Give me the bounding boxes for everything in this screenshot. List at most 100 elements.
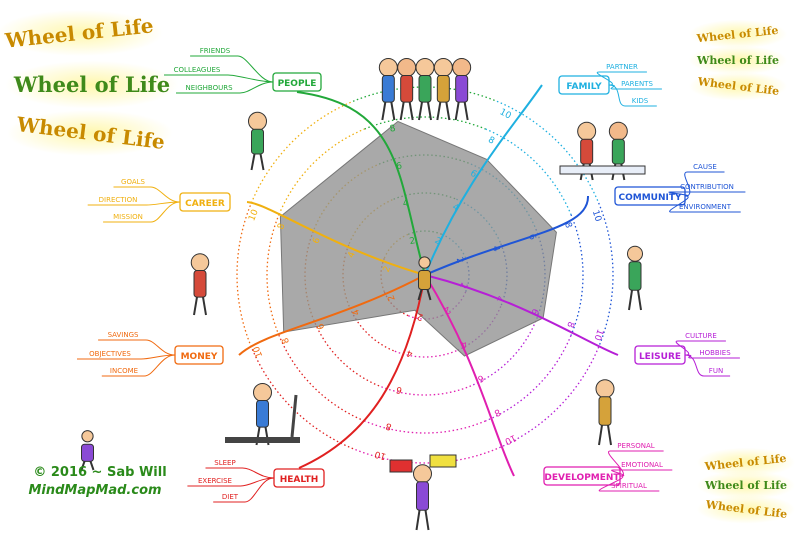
ring-segment	[250, 346, 354, 450]
logo-glow	[0, 10, 163, 56]
sub-branch-line	[103, 201, 181, 223]
branch-money[interactable]: MONEY SAVINGS OBJECTIVES INCOME	[77, 331, 224, 377]
ring-segment	[313, 320, 380, 387]
branch-label-community: COMMUNITY	[618, 193, 681, 203]
scale-label: 10	[247, 208, 261, 223]
ring-segment	[278, 128, 365, 215]
wheel-of-life-logo: Wheel of Life	[696, 54, 779, 67]
sub-branch-goals[interactable]: GOALS	[121, 178, 145, 186]
branch-label-people: PEOPLE	[278, 79, 317, 89]
sub-branch-spiritual[interactable]: SPIRITUAL	[611, 482, 647, 490]
logo-glow	[5, 60, 179, 109]
branch-community[interactable]: COMMUNITY CAUSE CONTRIBUTION ENVIRONMENT	[614, 163, 746, 213]
sub-branch-line	[87, 201, 181, 206]
sub-branch-parents[interactable]: PARENTS	[621, 80, 653, 88]
sub-branch-kids[interactable]: KIDS	[632, 97, 649, 105]
ring-segment	[266, 214, 280, 336]
branch-development[interactable]: DEVELOPMENT PERSONAL EMOTIONAL SPIRITUAL	[543, 442, 673, 492]
ring-segment	[378, 385, 472, 396]
scale-label: 2	[454, 256, 465, 265]
ring-segment	[236, 202, 252, 348]
sub-branch-diet[interactable]: DIET	[222, 493, 239, 501]
sub-branch-savings[interactable]: SAVINGS	[108, 331, 139, 339]
branch-label-money: MONEY	[181, 352, 218, 362]
scale-label: 8	[492, 406, 502, 418]
scale-labels: 2468102468102468102468102468102468102468…	[247, 94, 605, 461]
sub-branch-personal[interactable]: PERSONAL	[617, 442, 654, 450]
scale-label: 2	[433, 236, 443, 248]
sub-branch-direction[interactable]: DIRECTION	[99, 196, 138, 204]
sub-branch-objectives[interactable]: OBJECTIVES	[89, 350, 131, 358]
scale-label: 4	[402, 199, 410, 210]
spoke-development	[424, 274, 515, 477]
signpost-man-icon	[389, 454, 457, 531]
illustrations	[80, 58, 646, 531]
branch-leisure[interactable]: LEISURE CULTURE HOBBIES FUN	[634, 332, 740, 377]
spoke-leisure	[424, 274, 619, 356]
scale-label: 2	[409, 236, 416, 247]
ring-segment	[496, 346, 600, 450]
ring-segment	[364, 116, 486, 130]
ring-segment	[352, 86, 498, 102]
credit-line1: © 2016 ~ Sab Will	[33, 465, 166, 480]
scale-label: 6	[316, 321, 328, 330]
branch-label-career: CAREER	[185, 199, 225, 209]
logo-glow	[7, 110, 173, 156]
sub-branch-income[interactable]: INCOME	[110, 367, 138, 375]
scale-label: 2	[416, 311, 424, 322]
ring-segment	[393, 350, 457, 358]
scale-label: 8	[384, 420, 393, 431]
sub-branch-line	[205, 467, 275, 479]
branch-career[interactable]: CAREER GOALS DIRECTION MISSION	[87, 178, 231, 223]
scale-label: 2	[442, 304, 452, 316]
sub-branch-exercise[interactable]: EXERCISE	[198, 477, 232, 485]
credit-line2[interactable]: MindMapMad.com	[28, 483, 161, 498]
branch-label-health: HEALTH	[280, 475, 319, 485]
branch-people[interactable]: PEOPLE FRIENDS COLLEAGUES NEIGHBOURS	[164, 47, 322, 94]
scale-label: 6	[526, 233, 537, 242]
sub-branch-line	[596, 71, 647, 86]
scale-label: 2	[457, 281, 468, 290]
scale-label: 4	[451, 202, 461, 214]
branch-label-development: DEVELOPMENT	[544, 473, 620, 483]
running-man-icon	[80, 430, 95, 471]
sub-branch-sleep[interactable]: SLEEP	[214, 459, 235, 467]
scale-label: 10	[590, 209, 603, 223]
couple-at-table-icon	[559, 121, 646, 181]
ring-segment	[598, 202, 614, 348]
sub-branch-fun[interactable]: FUN	[709, 367, 723, 375]
branch-label-leisure: LEISURE	[639, 352, 681, 362]
score-area	[279, 120, 557, 357]
sub-branch-culture[interactable]: CULTURE	[685, 332, 717, 340]
logo-glow	[696, 470, 796, 500]
sub-branch-cause[interactable]: CAUSE	[693, 163, 717, 171]
sub-branch-emotional[interactable]: EMOTIONAL	[621, 461, 663, 469]
scale-label: 6	[311, 236, 323, 245]
sub-branch-colleagues[interactable]: COLLEAGUES	[174, 66, 221, 74]
sub-branch-mission[interactable]: MISSION	[113, 213, 143, 221]
man-on-money-icon	[190, 253, 210, 316]
sub-branch-environment[interactable]: ENVIRONMENT	[679, 203, 732, 211]
credit: © 2016 ~ Sab Will MindMapMad.com	[28, 465, 166, 498]
sub-branch-line	[611, 469, 673, 477]
scale-label: 2	[382, 265, 393, 274]
scale-label: 6	[475, 372, 485, 384]
sub-branch-partner[interactable]: PARTNER	[606, 63, 638, 71]
sub-branch-contribution[interactable]: CONTRIBUTION	[680, 183, 734, 191]
scale-label: 8	[562, 221, 573, 230]
scale-label: 10	[498, 107, 513, 121]
logo-glow	[688, 71, 788, 101]
group-of-people-icon	[378, 58, 472, 121]
sub-branch-line	[77, 354, 176, 360]
central-figure-icon	[417, 256, 432, 301]
treadmill-woman-icon	[225, 383, 300, 446]
scale-label: 8	[389, 124, 397, 135]
sub-branch-hobbies[interactable]: HOBBIES	[699, 349, 731, 357]
branch-health[interactable]: HEALTH SLEEP EXERCISE DIET	[187, 459, 325, 503]
sub-branch-neighbours[interactable]: NEIGHBOURS	[185, 84, 233, 92]
ring-segment	[278, 335, 365, 422]
sub-branch-friends[interactable]: FRIENDS	[200, 47, 231, 55]
scale-label: 10	[252, 344, 266, 359]
